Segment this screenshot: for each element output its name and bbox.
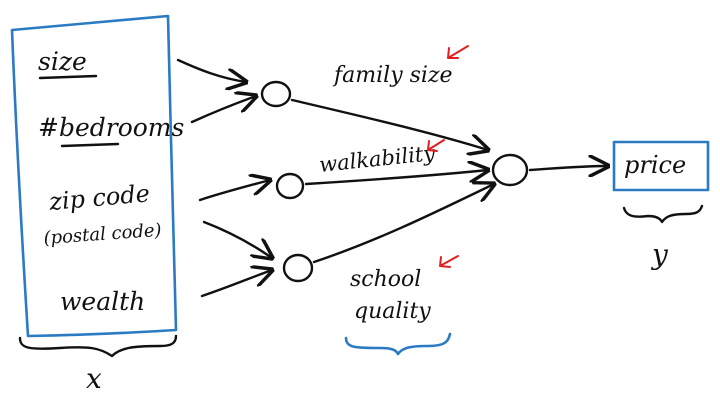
output-brace [622,204,704,224]
arrow-family-to-output [290,98,488,150]
output-group-label: y [650,238,669,271]
arrow-bedrooms-to-walkability-node [198,180,270,202]
output-node [491,153,529,187]
arrow-zipcode-to-school-node [202,220,272,258]
hidden-school-label: school [350,267,421,292]
input-features-box [10,14,178,338]
hidden-quality-label: quality [354,299,431,324]
input-size-label: size [38,47,87,76]
family-size-highlight-arrow [447,45,469,59]
hidden-node-school-quality [282,253,314,283]
input-postal-code-label: (postal code) [43,220,162,249]
hidden-quality-brace [344,332,452,356]
input-zip-code-label: zip code [47,179,151,216]
input-wealth-label: wealth [60,287,145,316]
hidden-node-walkability [275,172,305,200]
hidden-node-family-size [260,80,292,108]
walkability-highlight-arrow [427,139,445,152]
hidden-walkability-label: walkability [318,141,437,177]
school-quality-highlight-arrow [439,255,459,268]
bedrooms-underline [60,142,120,148]
arrow-wealth-to-school-node [200,270,272,298]
input-bedrooms-label: #bedrooms [38,113,184,142]
size-underline [38,74,98,80]
arrow-output-to-price [528,166,608,170]
arrow-size-to-family-node [176,58,246,82]
arrow-school-to-output [312,184,494,264]
arrow-walkability-to-output [304,170,488,186]
input-brace [18,334,178,358]
arrow-bedrooms-to-family-node [190,96,256,124]
hidden-family-size-label: family size [332,63,453,88]
input-group-label: x [86,362,102,395]
price-box [612,140,710,192]
output-price-label: price [624,151,686,179]
